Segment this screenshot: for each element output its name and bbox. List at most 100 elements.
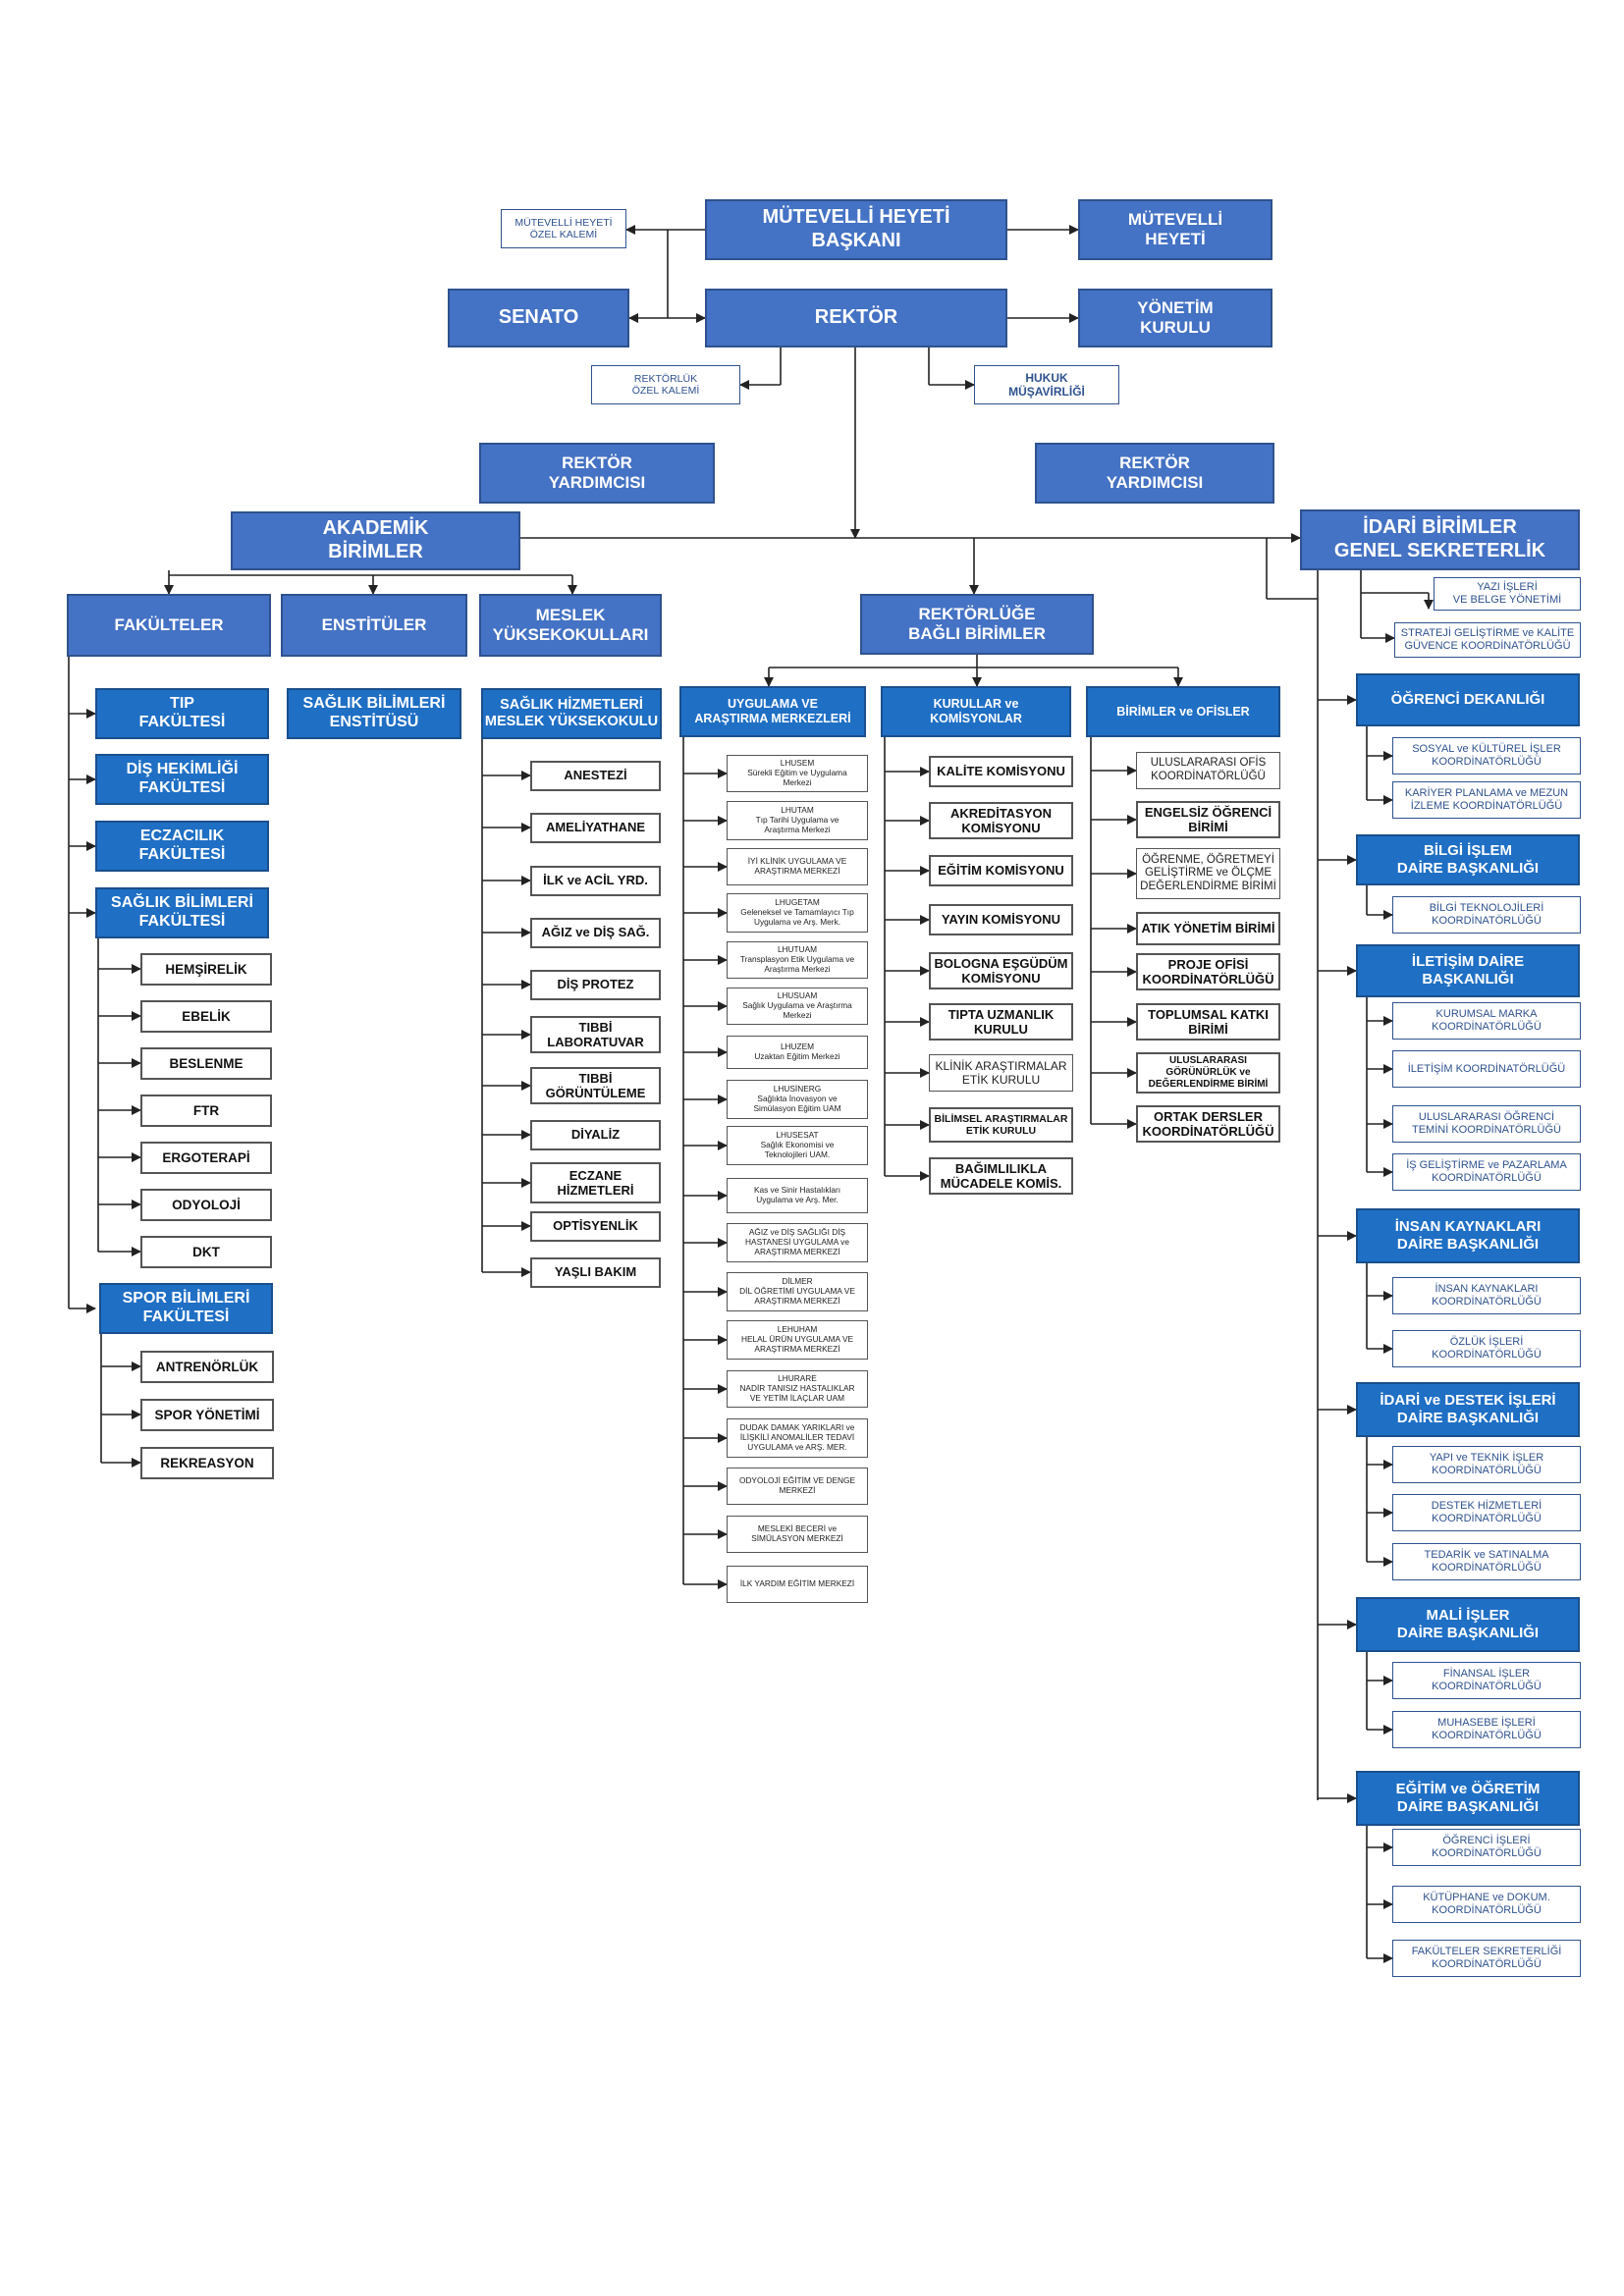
koordinatorluk-box: KÜTÜPHANE ve DOKUM. KOORDİNATÖRLÜĞÜ: [1392, 1886, 1581, 1923]
uam-merkez-box: İYİ KLİNİK UYGULAMA VE ARAŞTIRMA MERKEZİ: [727, 848, 868, 885]
mutevelli-ozel-kalem-box: MÜTEVELLİ HEYETİ ÖZEL KALEMİ: [501, 209, 626, 248]
uam-merkez-box: DUDAK DAMAK YARIKLARI ve İLİŞKİLİ ANOMAL…: [727, 1418, 868, 1458]
myo-program-box: OPTİSYENLİK: [530, 1210, 661, 1242]
saglik-bolum-box: DKT: [140, 1236, 272, 1268]
spor-bolum-box: REKREASYON: [140, 1447, 274, 1479]
uam-merkez-box: LHUSEM Sürekli Eğitim ve Uygulama Merkez…: [727, 755, 868, 792]
uam-merkez-box: LHUSUAM Sağlık Uygulama ve Araştırma Mer…: [727, 988, 868, 1025]
uam-merkez-box: İLK YARDIM EĞİTİM MERKEZİ: [727, 1566, 868, 1603]
kurul-box: TIPTA UZMANLIK KURULU: [929, 1003, 1073, 1041]
kurul-box: YAYIN KOMİSYONU: [929, 904, 1073, 935]
koordinatorluk-box: İLETİŞİM KOORDİNATÖRLÜĞÜ: [1392, 1050, 1581, 1088]
kurul-box: EĞİTİM KOMİSYONU: [929, 855, 1073, 886]
saglik-hizmetleri-myo-box: SAĞLIK HİZMETLERİ MESLEK YÜKSEKOKULU: [481, 688, 662, 739]
kurul-box: BOLOGNA EŞGÜDÜM KOMİSYONU: [929, 952, 1073, 989]
rektorluk-ozel-kalem-box: REKTÖRLÜK ÖZEL KALEMİ: [591, 365, 740, 404]
daire-baskanligi-box: İDARİ ve DESTEK İŞLERİ DAİRE BAŞKANLIĞI: [1356, 1382, 1580, 1437]
saglik-bolum-box: ERGOTERAPİ: [140, 1142, 272, 1174]
daire-baskanligi-box: İNSAN KAYNAKLARI DAİRE BAŞKANLIĞI: [1356, 1208, 1580, 1263]
uygulama-arastirma-merkezleri-box: UYGULAMA VE ARAŞTIRMA MERKEZLERİ: [679, 686, 866, 737]
saglik-bolum-box: FTR: [140, 1095, 272, 1127]
saglik-bolum-box: ODYOLOJİ: [140, 1189, 272, 1221]
akademik-birimler-box: AKADEMİK BİRİMLER: [231, 511, 520, 570]
meslek-yuksekokullari-box: MESLEK YÜKSEKOKULLARI: [479, 594, 662, 657]
uam-merkez-box: LHUSESAT Sağlık Ekonomisi ve Teknolojile…: [727, 1126, 868, 1165]
spor-bolum-box: SPOR YÖNETİMİ: [140, 1399, 274, 1431]
kurul-box: BAĞIMLILIKLA MÜCADELE KOMİS.: [929, 1157, 1073, 1195]
daire-baskanligi-box: ÖĞRENCİ DEKANLIĞI: [1356, 673, 1580, 726]
ofis-box: ORTAK DERSLER KOORDİNATÖRLÜĞÜ: [1136, 1105, 1280, 1143]
koordinatorluk-box: SOSYAL ve KÜLTÜREL İŞLER KOORDİNATÖRLÜĞÜ: [1392, 737, 1581, 774]
enstituler-box: ENSTİTÜLER: [281, 594, 467, 657]
myo-program-box: TIBBİ GÖRÜNTÜLEME: [530, 1067, 661, 1104]
ofis-box: ATIK YÖNETİM BİRİMİ: [1136, 912, 1280, 945]
ofis-box: ULUSLARARASI GÖRÜNÜRLÜK ve DEĞERLENDİRME…: [1136, 1052, 1280, 1094]
rektor-yardimcisi-1-box: REKTÖR YARDIMCISI: [479, 443, 715, 504]
rektor-yardimcisi-2-box: REKTÖR YARDIMCISI: [1035, 443, 1274, 504]
koordinatorluk-box: FAKÜLTELER SEKRETERLİĞİ KOORDİNATÖRLÜĞÜ: [1392, 1940, 1581, 1977]
koordinatorluk-box: KARİYER PLANLAMA ve MEZUN İZLEME KOORDİN…: [1392, 781, 1581, 819]
yazi-isleri-box: YAZI İŞLERİ VE BELGE YÖNETİMİ: [1434, 577, 1581, 611]
saglik-bilimleri-enstitusu-box: SAĞLIK BİLİMLERİ ENSTİTÜSÜ: [287, 688, 461, 739]
kurul-box: KALİTE KOMİSYONU: [929, 756, 1073, 787]
koordinatorluk-box: TEDARİK ve SATINALMA KOORDİNATÖRLÜĞÜ: [1392, 1543, 1581, 1580]
koordinatorluk-box: ÖZLÜK İŞLERİ KOORDİNATÖRLÜĞÜ: [1392, 1330, 1581, 1367]
koordinatorluk-box: İNSAN KAYNAKLARI KOORDİNATÖRLÜĞÜ: [1392, 1277, 1581, 1314]
senato-box: SENATO: [448, 289, 629, 347]
ofis-box: ENGELSİZ ÖĞRENCİ BİRİMİ: [1136, 801, 1280, 838]
eczacilik-fakultesi-box: ECZACILIK FAKÜLTESİ: [95, 821, 269, 872]
spor-bilimleri-fakultesi-box: SPOR BİLİMLERİ FAKÜLTESİ: [99, 1283, 273, 1334]
daire-baskanligi-box: EĞİTİM ve ÖĞRETİM DAİRE BAŞKANLIĞI: [1356, 1771, 1580, 1826]
uam-merkez-box: ODYOLOJİ EĞİTİM VE DENGE MERKEZİ: [727, 1468, 868, 1505]
myo-program-box: İLK ve ACİL YRD.: [530, 865, 661, 896]
uam-merkez-box: LHUTAM Tıp Tarihi Uygulama ve Araştırma …: [727, 801, 868, 840]
koordinatorluk-box: FİNANSAL İŞLER KOORDİNATÖRLÜĞÜ: [1392, 1662, 1581, 1699]
kurul-box: AKREDİTASYON KOMİSYONU: [929, 802, 1073, 839]
daire-baskanligi-box: İLETİŞİM DAİRE BAŞKANLIĞI: [1356, 944, 1580, 997]
mutevelli-heyeti-baskani-box: MÜTEVELLİ HEYETİ BAŞKANI: [705, 199, 1007, 260]
tip-fakultesi-box: TIP FAKÜLTESİ: [95, 688, 269, 739]
koordinatorluk-box: MUHASEBE İŞLERİ KOORDİNATÖRLÜĞÜ: [1392, 1711, 1581, 1748]
hukuk-musavirligi-box: HUKUK MÜŞAVİRLİĞİ: [974, 365, 1119, 404]
uam-merkez-box: LEHUHAM HELAL ÜRÜN UYGULAMA VE ARAŞTIRMA…: [727, 1320, 868, 1360]
uam-merkez-box: AĞIZ ve DİŞ SAĞLIĞI DİŞ HASTANESİ UYGULA…: [727, 1223, 868, 1262]
strateji-gelistirme-box: STRATEJİ GELİŞTİRME ve KALİTE GÜVENCE KO…: [1394, 622, 1581, 658]
saglik-bolum-box: HEMŞİRELİK: [140, 953, 272, 986]
kurul-box: BİLİMSEL ARAŞTIRMALAR ETİK KURULU: [929, 1107, 1073, 1143]
kurullar-komisyonlar-box: KURULLAR ve KOMİSYONLAR: [881, 686, 1071, 737]
uam-merkez-box: LHUGETAM Geleneksel ve Tamamlayıcı Tıp U…: [727, 893, 868, 933]
myo-program-box: DİŞ PROTEZ: [530, 969, 661, 1000]
koordinatorluk-box: İŞ GELİŞTİRME ve PAZARLAMA KOORDİNATÖRLÜ…: [1392, 1153, 1581, 1191]
koordinatorluk-box: BİLGİ TEKNOLOJİLERİ KOORDİNATÖRLÜĞÜ: [1392, 896, 1581, 934]
birimler-ofisler-box: BİRİMLER ve OFİSLER: [1086, 686, 1280, 737]
saglik-bolum-box: EBELİK: [140, 1000, 272, 1033]
uam-merkez-box: LHUZEM Uzaktan Eğitim Merkezi: [727, 1036, 868, 1069]
uam-merkez-box: LHURARE NADİR TANISIZ HASTALIKLAR VE YET…: [727, 1370, 868, 1408]
kurul-box: KLİNİK ARAŞTIRMALAR ETİK KURULU: [929, 1054, 1073, 1092]
yonetim-kurulu-box: YÖNETİM KURULU: [1078, 289, 1272, 347]
rektorluge-bagli-birimler-box: REKTÖRLÜĞE BAĞLI BİRİMLER: [860, 594, 1094, 655]
ofis-box: ÖĞRENME, ÖĞRETMEYİ GELİŞTİRME ve ÖLÇME D…: [1136, 848, 1280, 899]
myo-program-box: YAŞLI BAKIM: [530, 1256, 661, 1288]
myo-program-box: ANESTEZİ: [530, 760, 661, 791]
spor-bolum-box: ANTRENÖRLÜK: [140, 1351, 274, 1383]
koordinatorluk-box: KURUMSAL MARKA KOORDİNATÖRLÜĞÜ: [1392, 1002, 1581, 1040]
daire-baskanligi-box: MALİ İŞLER DAİRE BAŞKANLIĞI: [1356, 1597, 1580, 1652]
ofis-box: TOPLUMSAL KATKI BİRİMİ: [1136, 1003, 1280, 1041]
uam-merkez-box: LHUTUAM Transplasyon Etik Uygulama ve Ar…: [727, 941, 868, 979]
uam-merkez-box: MESLEKİ BECERİ ve SİMÜLASYON MERKEZİ: [727, 1516, 868, 1553]
mutevelli-heyeti-box: MÜTEVELLİ HEYETİ: [1078, 199, 1272, 260]
uam-merkez-box: DİLMER DİL ÖĞRETİMİ UYGULAMA VE ARAŞTIRM…: [727, 1272, 868, 1311]
ofis-box: ULUSLARARASI OFİS KOORDİNATÖRLÜĞÜ: [1136, 752, 1280, 789]
koordinatorluk-box: DESTEK HİZMETLERİ KOORDİNATÖRLÜĞÜ: [1392, 1494, 1581, 1531]
myo-program-box: TIBBİ LABORATUVAR: [530, 1016, 661, 1053]
myo-program-box: AMELİYATHANE: [530, 812, 661, 843]
uam-merkez-box: Kas ve Sinir Hastalıkları Uygulama ve Ar…: [727, 1178, 868, 1213]
koordinatorluk-box: ULUSLARARASI ÖĞRENCİ TEMİNİ KOORDİNATÖRL…: [1392, 1105, 1581, 1143]
fakulteler-box: FAKÜLTELER: [67, 594, 271, 657]
rektor-box: REKTÖR: [705, 289, 1007, 347]
myo-program-box: ECZANE HİZMETLERİ: [530, 1162, 661, 1203]
saglik-bilimleri-fakultesi-box: SAĞLIK BİLİMLERİ FAKÜLTESİ: [95, 887, 269, 938]
